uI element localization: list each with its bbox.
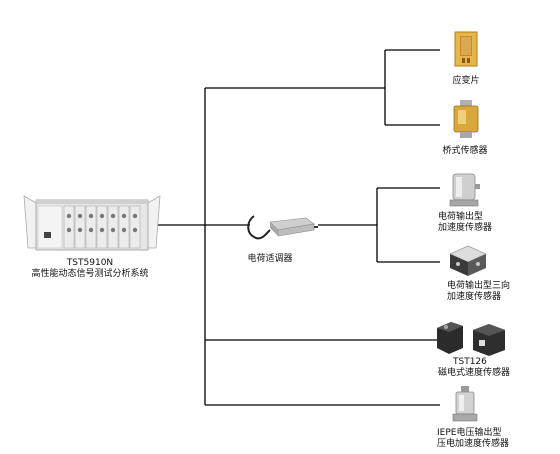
- sensor-label-iepe-1: IEPE电压输出型: [437, 428, 502, 438]
- charge-conditioner-image: [247, 215, 318, 240]
- sensor-label-strain-gauge: 应变片: [452, 76, 480, 86]
- sensor-label-charge-accel-1: 电荷输出型: [438, 212, 484, 222]
- sensor-label-bridge: 桥式传感器: [442, 146, 488, 156]
- triaxial-accelerometer-image: [449, 245, 487, 276]
- sensor-label-magneto-1: TST126: [453, 357, 487, 367]
- iepe-accelerometer-image: [452, 386, 478, 422]
- daq-chassis-image: [23, 195, 161, 251]
- conditioner-label: 电荷适调器: [247, 254, 293, 264]
- sensor-label-charge-accel-2: 加速度传感器: [438, 223, 493, 233]
- sensor-label-iepe-2: 压电加速度传感器: [437, 439, 510, 449]
- sensor-label-triaxial-2: 加速度传感器: [447, 292, 502, 302]
- charge-accelerometer-image: [449, 173, 480, 207]
- strain-gauge-image: [454, 31, 478, 67]
- daq-model-label: TST5910N: [66, 258, 114, 268]
- magnetoelectric-sensor-image: [437, 322, 505, 356]
- bridge-sensor-image: [453, 100, 479, 138]
- daq-description-label: 高性能动态信号测试分析系统: [31, 269, 149, 279]
- sensor-label-triaxial-1: 电荷输出型三向: [447, 281, 511, 291]
- sensor-label-magneto-2: 磁电式速度传感器: [438, 368, 511, 378]
